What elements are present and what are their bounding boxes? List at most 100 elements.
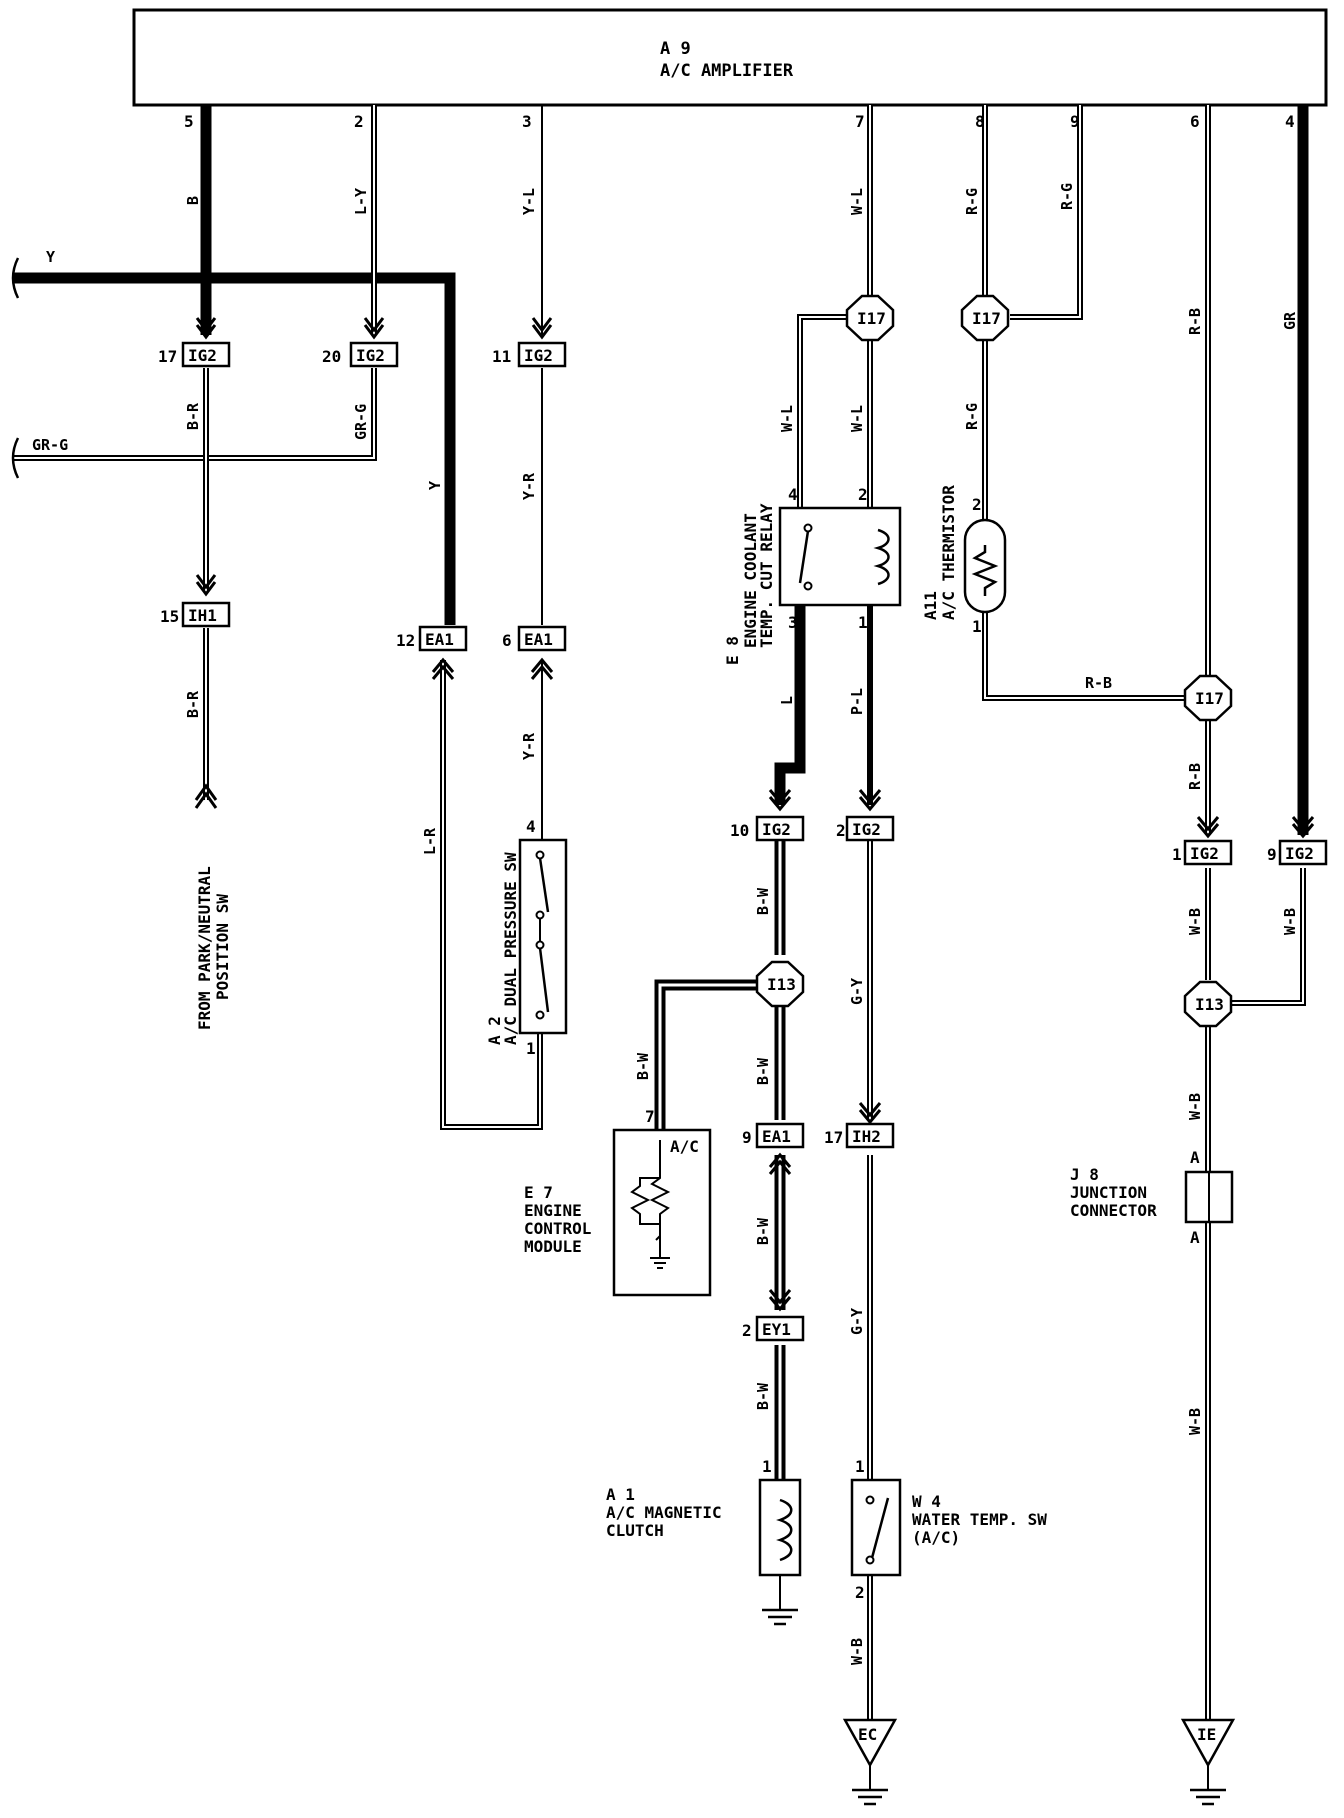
park-line2: POSITION SW — [213, 894, 232, 1000]
amp-pin-8: 8 — [975, 112, 985, 131]
relay-id: E 8 — [723, 636, 742, 665]
junction-i13-b: I13 — [1183, 980, 1233, 1028]
junction-label: I17 — [1195, 689, 1224, 708]
wire-break-y — [11, 257, 20, 299]
connector-ig2-20: 20 IG2 — [322, 341, 399, 368]
ecm-id: E 7 — [524, 1183, 553, 1202]
connector-ea1-9: 9 EA1 — [742, 1122, 805, 1149]
arrow-ea1-9b — [768, 1289, 792, 1312]
park-line1: FROM PARK/NEUTRAL — [195, 866, 214, 1030]
park-neutral-label: FROM PARK/NEUTRAL POSITION SW — [195, 866, 232, 1030]
ac-thermistor: 2 1 A11 A/C THERMISTOR — [921, 485, 1007, 636]
wire-label-r-b-v: R-B — [1186, 763, 1204, 790]
water-temp-switch: 1 2 W 4 WATER TEMP. SW (A/C) — [850, 1457, 1047, 1602]
wires — [14, 105, 1309, 1720]
ground-ec-label: EC — [858, 1725, 877, 1744]
arrow-ig2-20 — [363, 317, 385, 340]
connector-pin: 10 — [730, 821, 749, 840]
connector-code: EA1 — [524, 630, 553, 649]
wire-label-p-l: P-L — [848, 688, 866, 715]
therm-pin1: 1 — [972, 617, 982, 636]
connector-pin: 11 — [492, 347, 511, 366]
junction-i17-a: I17 — [845, 294, 895, 342]
wire-label-r-b-h: R-B — [1085, 674, 1112, 692]
arrow-park — [194, 783, 218, 809]
amp-pin-6: 6 — [1190, 112, 1200, 131]
connector-pin: 6 — [502, 631, 512, 650]
engine-control-module: 7 A/C E 7 ENGINE CONTROL MODULE — [524, 1107, 712, 1297]
ground-ie: IE — [1180, 1718, 1236, 1806]
ecm-name2: CONTROL — [524, 1219, 591, 1238]
wire-label-b-w-1: B-W — [754, 887, 772, 915]
wire-label-w-b-1: W-B — [1186, 908, 1204, 935]
connector-code: EA1 — [425, 630, 454, 649]
water-sw-pin1: 1 — [855, 1457, 865, 1476]
arrow-ea1-12 — [431, 657, 455, 680]
connector-code: IG2 — [1190, 844, 1219, 863]
arrow-ig2-17 — [195, 317, 217, 340]
wire-label-b-w-3: B-W — [754, 1217, 772, 1245]
connector-code: IH1 — [188, 606, 217, 625]
amplifier-id: A 9 — [660, 39, 691, 59]
connector-pin: 1 — [1172, 845, 1182, 864]
arrow-ih1-15 — [195, 574, 217, 597]
connector-pin: 17 — [824, 1128, 843, 1147]
ecm-pin: 7 — [645, 1107, 655, 1126]
amp-pin-7: 7 — [855, 112, 865, 131]
connector-code: IH2 — [852, 1127, 881, 1146]
jc-pin-bot: A — [1190, 1228, 1200, 1247]
water-sw-pin2: 2 — [855, 1583, 865, 1602]
wire-label-pin4: GR — [1281, 311, 1299, 330]
amp-pin-5: 5 — [184, 112, 194, 131]
connector-ea1-6: 6 EA1 — [502, 625, 567, 652]
connector-ig2-11: 11 IG2 — [492, 341, 567, 368]
jc-name2: CONNECTOR — [1070, 1201, 1157, 1220]
wire-label-b-r-1: B-R — [184, 402, 202, 430]
connector-ig2-9: 9 IG2 — [1267, 839, 1328, 866]
wire-label-pin5: B — [184, 196, 202, 205]
dual-sw-id: A 2 — [485, 1016, 504, 1045]
wire-label-gr-g: GR-G — [32, 436, 68, 454]
arrow-ig2-9 — [1291, 816, 1315, 839]
junction-label: I13 — [1195, 995, 1224, 1014]
jc-id: J 8 — [1070, 1165, 1099, 1184]
connector-code: EY1 — [762, 1320, 791, 1339]
junction-connector: A A J 8 JUNCTION CONNECTOR — [1070, 1148, 1234, 1247]
arrow-ig2-2 — [858, 789, 882, 812]
relay-name2: TEMP. CUT RELAY — [757, 503, 776, 648]
arrow-ig2-10 — [768, 789, 792, 812]
wire-label-w-l-relay: W-L — [778, 405, 796, 432]
junction-i17-b: I17 — [960, 294, 1010, 342]
connector-code: EA1 — [762, 1127, 791, 1146]
dual-pressure-switch: 4 1 A 2 A/C DUAL PRESSURE SW — [485, 817, 568, 1058]
connector-pin: 9 — [742, 1128, 752, 1147]
relay-pin1: 1 — [858, 613, 868, 632]
wire-label-b-w-ecm: B-W — [634, 1052, 652, 1080]
wire-break-gr-g — [11, 437, 20, 479]
arrow-ea1-9 — [768, 1152, 792, 1175]
wire-label-pin8: R-G — [963, 188, 981, 215]
clutch-pin: 1 — [762, 1457, 772, 1476]
water-sw-name1: WATER TEMP. SW — [912, 1510, 1047, 1529]
junction-label: I13 — [767, 975, 796, 994]
connector-code: IG2 — [762, 820, 791, 839]
jc-pin-top: A — [1190, 1148, 1200, 1167]
wire-label-g-y-1: G-Y — [848, 978, 866, 1005]
relay-name1: ENGINE COOLANT — [741, 513, 760, 648]
junction-label: I17 — [857, 309, 886, 328]
junction-i13-a: I13 — [755, 960, 805, 1008]
wire-label-w-b-2: W-B — [1281, 908, 1299, 935]
wire-label-pin7: W-L — [848, 188, 866, 215]
connector-code: IG2 — [356, 346, 385, 365]
wire-label-y-bus: Y — [46, 248, 55, 266]
wire-label-w-l-main: W-L — [848, 405, 866, 432]
wire-label-w-b-3: W-B — [1186, 1093, 1204, 1120]
connector-ig2-17: 17 IG2 — [158, 341, 231, 368]
arrows — [194, 317, 1315, 1312]
connectors: 17 IG2 20 IG2 11 IG2 15 IH1 12 EA1 6 EA1 — [158, 341, 1328, 1342]
arrow-ea1-6 — [530, 657, 554, 680]
connector-ea1-12: 12 EA1 — [396, 625, 468, 652]
amplifier-box: A 9 A/C AMPLIFIER 5 2 3 7 8 9 6 4 — [132, 8, 1328, 131]
wire-label-w-b-4: W-B — [1186, 1408, 1204, 1435]
